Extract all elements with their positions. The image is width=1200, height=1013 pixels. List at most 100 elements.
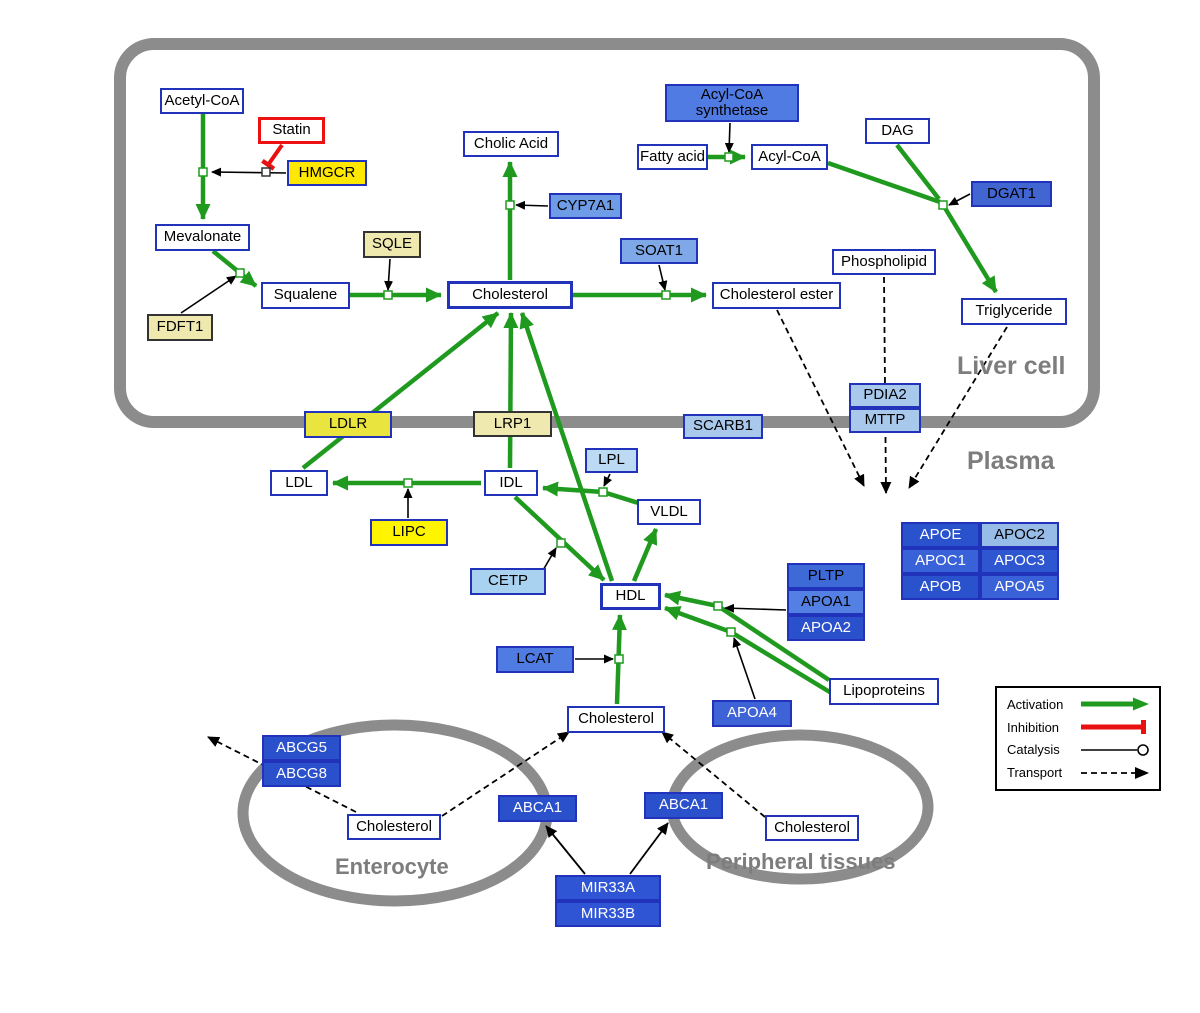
node-mevalonate[interactable]: Mevalonate	[155, 224, 250, 251]
node-chol_periph[interactable]: Cholesterol	[765, 815, 859, 841]
node-apoa2[interactable]: APOA2	[787, 615, 865, 641]
node-apoa1[interactable]: APOA1	[787, 589, 865, 615]
edge-a2-activation	[211, 249, 258, 288]
node-abcg5[interactable]: ABCG5	[262, 735, 341, 761]
edge-c6-catalysis	[724, 122, 734, 153]
edge-t6-transport	[661, 731, 766, 818]
edge-a12-activation	[519, 312, 615, 582]
edge-c1-catalysis	[211, 167, 287, 177]
node-apoc3[interactable]: APOC3	[980, 548, 1059, 574]
reaction-node	[198, 167, 208, 177]
node-cholic_acid[interactable]: Cholic Acid	[463, 131, 559, 157]
node-chol_entero[interactable]: Cholesterol	[347, 814, 441, 840]
reaction-node	[598, 487, 608, 497]
edge-a10-activation	[301, 311, 500, 470]
node-mir33a[interactable]: MIR33A	[555, 875, 661, 901]
node-apoa5[interactable]: APOA5	[980, 574, 1059, 600]
node-cetp[interactable]: CETP	[470, 568, 546, 595]
reaction-node	[614, 654, 624, 664]
reaction-node	[403, 478, 413, 488]
node-lipoproteins[interactable]: Lipoproteins	[829, 678, 939, 705]
liver-cell-membrane	[114, 38, 1100, 428]
edge-b1-regulation	[545, 825, 586, 875]
edge-c3-catalysis	[384, 258, 394, 291]
reaction-node	[938, 200, 948, 210]
edge-a9-activation	[943, 206, 998, 294]
node-abca1_a[interactable]: ABCA1	[498, 795, 577, 822]
node-mttp[interactable]: MTTP	[849, 408, 921, 433]
edge-a7-activation-leg	[827, 160, 941, 205]
node-chol_plasma[interactable]: Cholesterol	[567, 706, 665, 733]
node-mir33b[interactable]: MIR33B	[555, 901, 661, 927]
node-hmgcr[interactable]: HMGCR	[287, 160, 367, 186]
edge-a11-activation	[503, 312, 519, 469]
edge-t2-transport	[880, 276, 892, 494]
legend-row-activation: Activation	[1007, 696, 1151, 712]
node-scarb1[interactable]: SCARB1	[683, 414, 763, 439]
reaction-node	[661, 290, 671, 300]
edge-t3-transport	[908, 326, 1008, 489]
legend-row-catalysis: Catalysis	[1007, 742, 1151, 758]
edge-t1-transport	[776, 309, 865, 487]
catalysis-circle-icon	[1081, 744, 1149, 756]
reaction-node	[235, 268, 245, 278]
node-ldlr[interactable]: LDLR	[304, 411, 392, 438]
node-apoe[interactable]: APOE	[901, 522, 980, 548]
node-vldl[interactable]: VLDL	[637, 499, 701, 525]
edge-i1-inhibition	[261, 143, 284, 171]
node-cholesterol_liver[interactable]: Cholesterol	[447, 281, 573, 309]
edge-c7-catalysis	[948, 193, 971, 206]
edge-t5-transport	[441, 731, 570, 817]
edge-c4-catalysis	[515, 200, 549, 210]
legend-row-transport: Transport	[1007, 765, 1151, 781]
node-squalene[interactable]: Squalene	[261, 282, 350, 309]
edge-a8-activation-leg	[895, 143, 941, 201]
node-fdft1[interactable]: FDFT1	[147, 314, 213, 341]
node-chol_ester[interactable]: Cholesterol ester	[712, 282, 841, 309]
edge-c13-catalysis	[732, 637, 756, 700]
node-cyp7a1[interactable]: CYP7A1	[549, 193, 622, 219]
node-lrp1[interactable]: LRP1	[473, 411, 552, 437]
legend-transport-label: Transport	[1007, 765, 1063, 781]
enterocyte-label: Enterocyte	[335, 854, 449, 879]
edge-c5-catalysis	[658, 264, 668, 291]
transport-dashed-arrow-icon	[1081, 766, 1149, 779]
node-dag[interactable]: DAG	[865, 118, 930, 144]
node-idl[interactable]: IDL	[484, 470, 538, 496]
node-sqle[interactable]: SQLE	[363, 231, 421, 258]
node-abca1_b[interactable]: ABCA1	[644, 792, 723, 819]
node-lipc[interactable]: LIPC	[370, 519, 448, 546]
node-acyl_coa2[interactable]: Acyl-CoA	[751, 144, 828, 170]
peripheral-tissues-label: Peripheral tissues	[706, 849, 896, 874]
node-apob[interactable]: APOB	[901, 574, 980, 600]
node-dgat1[interactable]: DGAT1	[971, 181, 1052, 207]
edge-c12-catalysis	[724, 603, 787, 613]
node-apoc2[interactable]: APOC2	[980, 522, 1059, 548]
reaction-node	[383, 290, 393, 300]
node-triglyceride[interactable]: Triglyceride	[961, 298, 1067, 325]
reaction-node	[261, 167, 271, 177]
node-fatty_acid[interactable]: Fatty acid	[637, 144, 708, 170]
node-ldl[interactable]: LDL	[270, 470, 328, 496]
node-lcat[interactable]: LCAT	[496, 646, 574, 673]
node-phospholipid[interactable]: Phospholipid	[832, 249, 936, 275]
node-pdia2[interactable]: PDIA2	[849, 383, 921, 408]
node-soat1[interactable]: SOAT1	[620, 238, 698, 264]
node-apoa4[interactable]: APOA4	[712, 700, 792, 727]
node-abcg8[interactable]: ABCG8	[262, 761, 341, 787]
node-apoc1[interactable]: APOC1	[901, 548, 980, 574]
node-lpl[interactable]: LPL	[585, 448, 638, 473]
legend-row-inhibition: Inhibition	[1007, 719, 1151, 735]
plasma-label: Plasma	[967, 447, 1055, 475]
reaction-node	[713, 601, 723, 611]
node-pltp[interactable]: PLTP	[787, 563, 865, 589]
node-acyl_syn[interactable]: Acyl-CoA synthetase	[665, 84, 799, 122]
inhibition-tee-icon	[1081, 720, 1146, 735]
node-acetyl_coa[interactable]: Acetyl-CoA	[160, 88, 244, 114]
legend-catalysis-label: Catalysis	[1007, 742, 1060, 758]
node-statin[interactable]: Statin	[258, 117, 325, 144]
legend-inhibition-label: Inhibition	[1007, 719, 1060, 735]
node-hdl[interactable]: HDL	[600, 583, 661, 610]
